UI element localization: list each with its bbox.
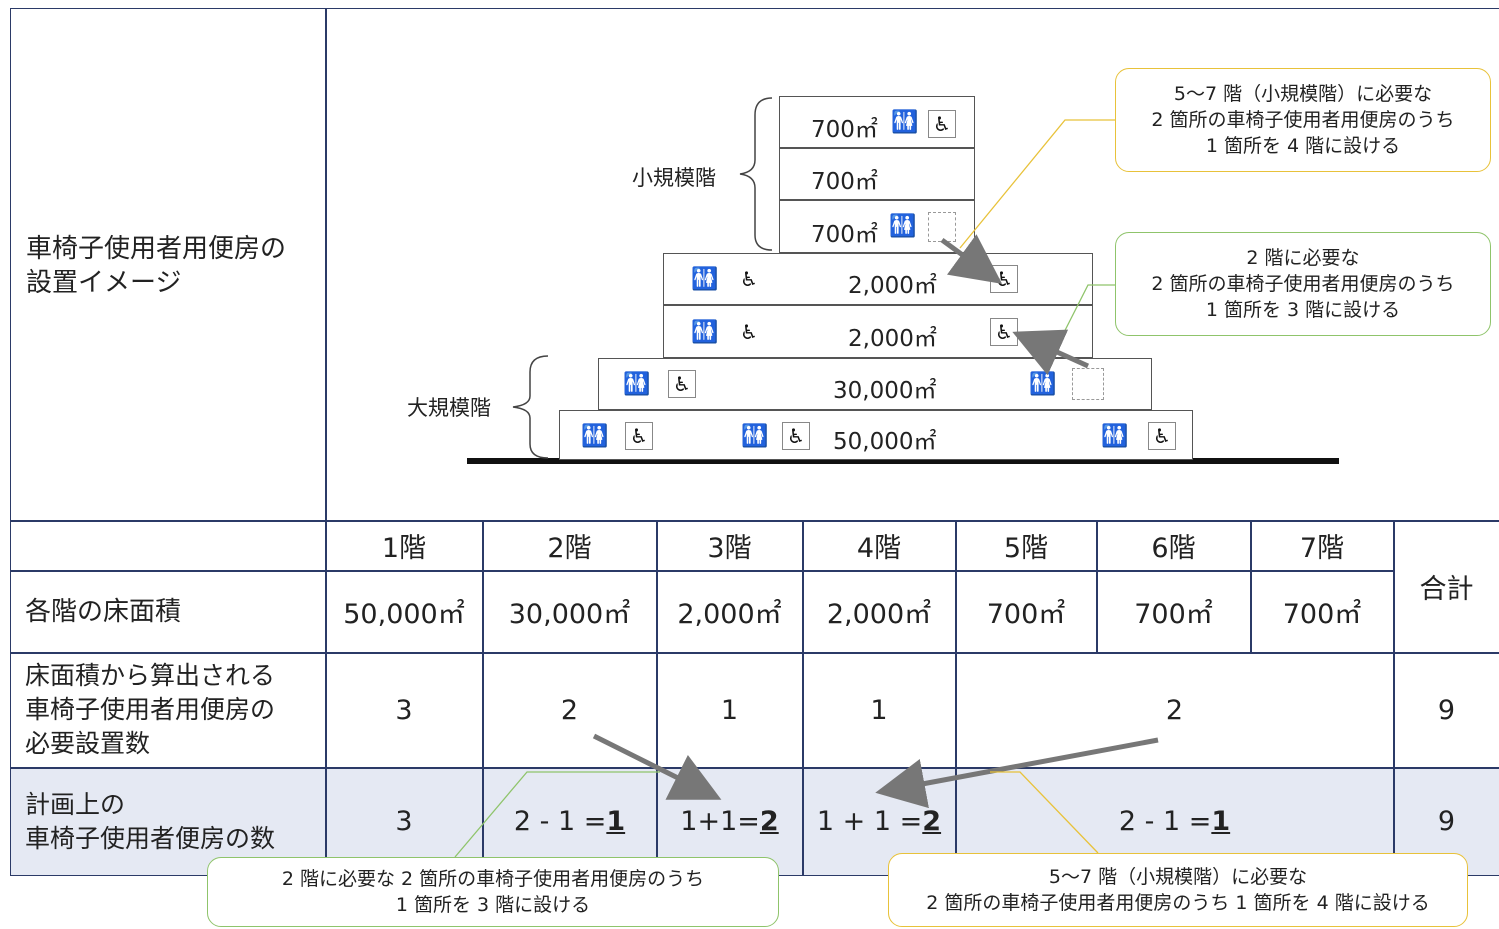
restroom-icon: 🚻 [1100, 422, 1129, 450]
header-floor-4: 4階 [856, 533, 902, 564]
floor-3-area: 2,000㎡ [848, 326, 937, 352]
wheelchair-icon: ♿ [990, 265, 1018, 293]
planned-floor-4-expr: 1 + 1 = [816, 806, 923, 837]
header-floor-1: 1階 [381, 533, 427, 564]
callout-small-floors: 5～7 階（小規模階）に必要な 2 箇所の車椅子使用者用便房のうち 1 箇所を … [1115, 68, 1491, 172]
line-v-5 [1096, 520, 1098, 653]
line-v-label [325, 8, 327, 876]
callout-small-floors-line-1: 5～7 階（小規模階）に必要な [1173, 83, 1433, 105]
required-floor-2: 2 [560, 694, 579, 726]
callout-floor-2-line-1: 2 階に必要な [1246, 247, 1360, 269]
wheelchair-icon: ♿ [990, 318, 1018, 346]
callout-floor-2: 2 階に必要な 2 箇所の車椅子使用者用便房のうち 1 箇所を 3 階に設ける [1115, 232, 1491, 336]
small-floors-label: 小規模階 [632, 166, 716, 190]
restroom-icon: 🚻 [622, 370, 651, 398]
restroom-icon: 🚻 [740, 422, 769, 450]
planned-floor-3-expr: 1+1= [680, 806, 760, 837]
ground-line [467, 458, 1339, 464]
empty-slot-icon [1072, 368, 1104, 400]
area-floor-7: 700㎡ [1282, 599, 1362, 630]
header-total: 合計 [1419, 574, 1474, 605]
required-floors-5-7: 2 [1165, 694, 1184, 726]
line-v-3 [802, 520, 804, 876]
planned-floor-2-expr: 2 - 1 = [513, 806, 607, 837]
wheelchair-icon: ♿ [782, 422, 810, 450]
required-floor-1: 3 [395, 694, 413, 726]
diagram-row-label: 車椅子使用者用便房の 設置イメージ [26, 234, 287, 298]
planned-floors-5-7-result: 1 [1211, 806, 1231, 837]
line-h-header-bottom [10, 570, 1394, 572]
planned-floors-5-7: 2 - 1 =1 [956, 768, 1393, 875]
area-floor-4: 2,000㎡ [826, 599, 932, 630]
wheelchair-icon: ♿ [928, 110, 956, 138]
wheelchair-icon: ♿ [735, 318, 763, 346]
callout-bottom-left-line-2: 1 箇所を 3 階に設ける [395, 894, 591, 916]
restroom-icon: 🚻 [580, 422, 609, 450]
floor-1-box [559, 410, 1193, 460]
floor-5-area: 700㎡ [811, 222, 878, 248]
callout-bottom-left-line-1: 2 階に必要な 2 箇所の車椅子使用者用便房のうち [281, 868, 705, 890]
header-floor-6: 6階 [1151, 533, 1196, 564]
line-h-area-bottom [10, 652, 1499, 654]
callout-bottom-right: 5～7 階（小規模階）に必要な 2 箇所の車椅子使用者用便房のうち 1 箇所を … [888, 853, 1468, 927]
line-v-1 [482, 520, 484, 876]
area-row-label: 各階の床面積 [25, 596, 182, 627]
restroom-icon: 🚻 [690, 318, 719, 346]
line-v-4 [955, 520, 957, 876]
planned-floor-2-result: 1 [606, 806, 626, 837]
area-floor-3: 2,000㎡ [677, 599, 782, 630]
planned-floor-4-result: 2 [922, 806, 942, 837]
line-v-7 [1393, 520, 1395, 876]
callout-small-floors-line-2: 2 箇所の車椅子使用者用便房のうち [1151, 109, 1455, 131]
restroom-icon: 🚻 [690, 265, 719, 293]
wheelchair-icon: ♿ [625, 422, 653, 450]
planned-floor-3-result: 2 [759, 806, 779, 837]
callout-floor-2-line-2: 2 箇所の車椅子使用者用便房のうち [1151, 273, 1455, 295]
wheelchair-icon: ♿ [735, 265, 763, 293]
callout-floor-2-line-3: 1 箇所を 3 階に設ける [1205, 299, 1401, 321]
planned-floor-3: 1+1=2 [657, 768, 802, 875]
required-floor-3: 1 [720, 694, 739, 726]
floor-7-area: 700㎡ [811, 117, 878, 143]
area-floor-1: 50,000㎡ [343, 599, 465, 630]
planned-floors-5-7-expr: 2 - 1 = [1118, 806, 1212, 837]
planned-floor-4: 1 + 1 =2 [803, 768, 955, 875]
wheelchair-icon: ♿ [1148, 422, 1176, 450]
line-v-2 [656, 520, 658, 876]
area-floor-2: 30,000㎡ [508, 599, 631, 630]
wheelchair-icon: ♿ [668, 370, 696, 398]
header-floor-3: 3階 [707, 533, 752, 564]
header-floor-7: 7階 [1299, 533, 1345, 564]
callout-bottom-right-line-2: 2 箇所の車椅子使用者用便房のうち 1 箇所を 4 階に設ける [926, 892, 1430, 914]
callout-bottom-left: 2 階に必要な 2 箇所の車椅子使用者用便房のうち 1 箇所を 3 階に設ける [207, 857, 779, 927]
line-h-diagram-bottom [10, 520, 1499, 522]
callout-bottom-right-line-1: 5～7 階（小規模階）に必要な [1048, 866, 1308, 888]
area-floor-5: 700㎡ [986, 599, 1066, 630]
planned-total: 9 [1437, 806, 1456, 837]
planned-floor-1: 3 [326, 768, 482, 875]
callout-small-floors-line-3: 1 箇所を 4 階に設ける [1205, 135, 1401, 157]
floor-6-area: 700㎡ [811, 169, 878, 195]
floor-6-box [779, 148, 975, 200]
planned-row-label: 計画上の 車椅子使用者便房の数 [25, 789, 276, 853]
empty-slot-icon [928, 212, 956, 242]
line-v-6 [1250, 520, 1252, 653]
large-floors-label: 大規模階 [407, 396, 491, 420]
restroom-icon: 🚻 [888, 212, 917, 240]
floor-4-box [663, 253, 1093, 305]
floor-4-area: 2,000㎡ [848, 273, 937, 299]
header-floor-2: 2階 [547, 533, 592, 564]
area-floor-6: 700㎡ [1134, 599, 1213, 630]
floor-2-area: 30,000㎡ [833, 378, 937, 404]
header-floor-5: 5階 [1003, 533, 1049, 564]
line-h-required-bottom [10, 767, 1499, 769]
floor-1-area: 50,000㎡ [833, 429, 937, 455]
restroom-icon: 🚻 [1028, 370, 1057, 398]
required-floor-4: 1 [870, 694, 888, 726]
restroom-icon: 🚻 [890, 108, 919, 136]
required-row-label: 床面積から算出される 車椅子使用者用便房の 必要設置数 [25, 661, 276, 758]
planned-floor-1-value: 3 [395, 806, 413, 837]
required-total: 9 [1437, 694, 1456, 726]
